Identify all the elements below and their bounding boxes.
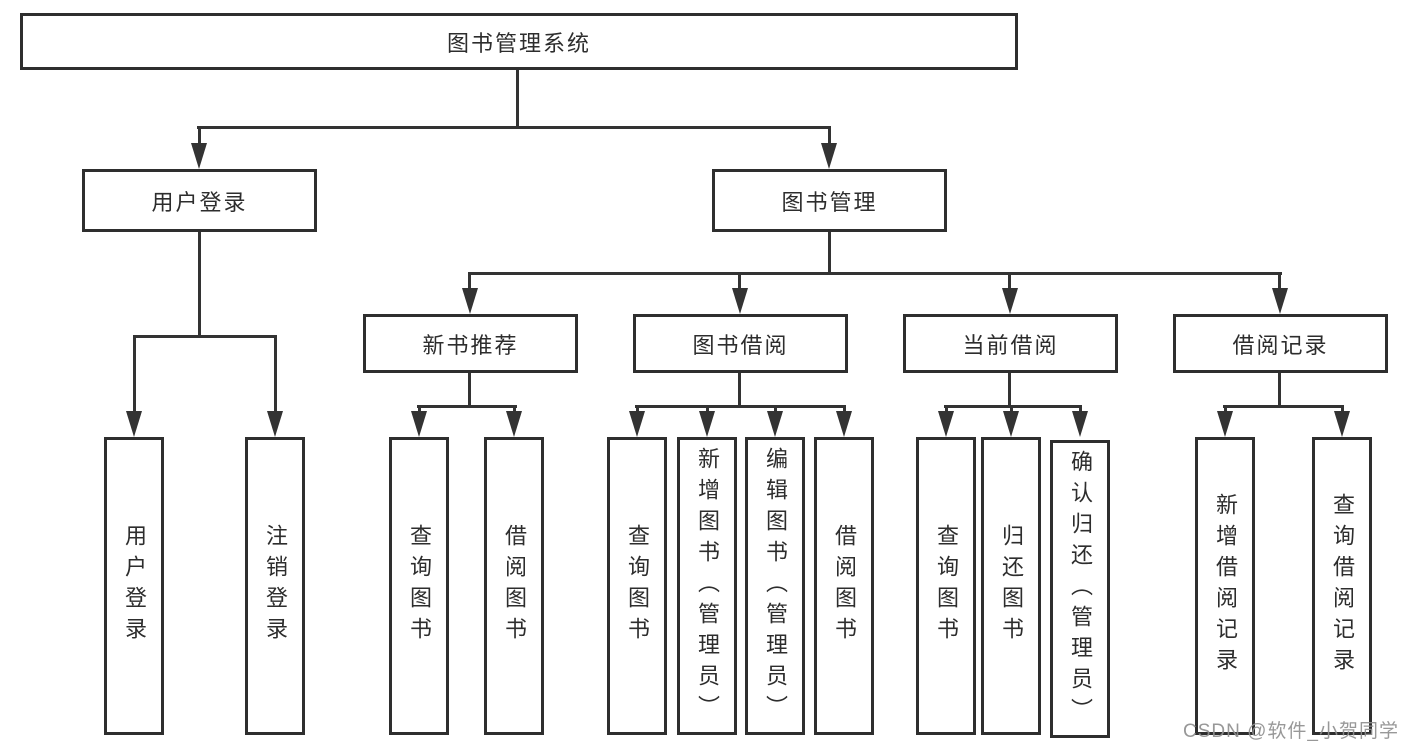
connector-hline [468, 272, 1282, 275]
node-user-login-label: 用户登录 [151, 189, 248, 215]
leaf-edit-book-admin-label: 编辑图书（管理员） [763, 446, 788, 726]
connector-vline [1278, 272, 1281, 292]
leaf-confirm-return-admin-label: 确认归还（管理员） [1068, 449, 1093, 729]
connector-vline [274, 335, 277, 417]
arrow-down-icon [836, 411, 852, 437]
leaf-logout-login: 注销登录 [245, 437, 305, 735]
arrow-down-icon [191, 143, 207, 169]
leaf-borrow-books: 借阅图书 [814, 437, 874, 735]
leaf-query-books: 查询图书 [916, 437, 976, 735]
arrow-down-icon [629, 411, 645, 437]
arrow-down-icon [411, 411, 427, 437]
node-book-borrowing-label: 图书借阅 [692, 332, 789, 358]
leaf-borrow-books: 借阅图书 [484, 437, 544, 735]
leaf-logout-login-label: 注销登录 [263, 524, 288, 648]
arrow-down-icon [506, 411, 522, 437]
leaf-query-books: 查询图书 [607, 437, 667, 735]
arrow-down-icon [821, 143, 837, 169]
node-library-system: 图书管理系统 [20, 13, 1018, 70]
connector-vline [468, 373, 471, 407]
leaf-confirm-return-admin: 确认归还（管理员） [1050, 440, 1110, 738]
connector-hline [1223, 405, 1344, 408]
leaf-edit-book-admin: 编辑图书（管理员） [745, 437, 805, 735]
node-user-login: 用户登录 [82, 169, 317, 232]
node-book-management: 图书管理 [712, 169, 947, 232]
connector-vline [1278, 373, 1281, 407]
node-new-book-recommend: 新书推荐 [363, 314, 578, 373]
connector-hline [197, 126, 831, 129]
arrow-down-icon [1003, 411, 1019, 437]
leaf-return-book-label: 归还图书 [999, 524, 1024, 648]
leaf-query-borrow-record-label: 查询借阅记录 [1330, 493, 1355, 679]
connector-vline [468, 272, 471, 292]
leaf-return-book: 归还图书 [981, 437, 1041, 735]
arrow-down-icon [767, 411, 783, 437]
connector-vline [133, 335, 136, 417]
connector-vline [1008, 272, 1011, 292]
leaf-add-book-admin: 新增图书（管理员） [677, 437, 737, 735]
connector-hline [417, 405, 517, 408]
connector-vline [738, 272, 741, 292]
arrow-down-icon [1072, 411, 1088, 437]
arrow-down-icon [1002, 288, 1018, 314]
arrow-down-icon [126, 411, 142, 437]
node-book-borrowing: 图书借阅 [633, 314, 848, 373]
arrow-down-icon [699, 411, 715, 437]
node-new-book-recommend-label: 新书推荐 [422, 332, 519, 358]
leaf-add-book-admin-label: 新增图书（管理员） [695, 446, 720, 726]
leaf-add-borrow-record: 新增借阅记录 [1195, 437, 1255, 735]
connector-vline [828, 126, 831, 148]
leaf-query-borrow-record: 查询借阅记录 [1312, 437, 1372, 735]
connector-hline [635, 405, 846, 408]
arrow-down-icon [1217, 411, 1233, 437]
node-book-management-label: 图书管理 [781, 189, 878, 215]
arrow-down-icon [1272, 288, 1288, 314]
connector-vline [198, 126, 201, 148]
node-library-system-label: 图书管理系统 [446, 30, 591, 56]
arrow-down-icon [938, 411, 954, 437]
node-borrowing-records: 借阅记录 [1173, 314, 1388, 373]
leaf-borrow-books-label: 借阅图书 [832, 524, 857, 648]
connector-vline [198, 232, 201, 337]
connector-vline [738, 373, 741, 407]
node-current-borrowing: 当前借阅 [903, 314, 1118, 373]
connector-vline [516, 70, 519, 128]
node-borrowing-records-label: 借阅记录 [1232, 332, 1329, 358]
leaf-query-books-label: 查询图书 [625, 524, 650, 648]
arrow-down-icon [462, 288, 478, 314]
arrow-down-icon [1334, 411, 1350, 437]
arrow-down-icon [732, 288, 748, 314]
csdn-watermark: CSDN @软件_小贺同学 [1183, 721, 1399, 742]
arrow-down-icon [267, 411, 283, 437]
node-current-borrowing-label: 当前借阅 [962, 332, 1059, 358]
leaf-add-borrow-record-label: 新增借阅记录 [1213, 493, 1238, 679]
leaf-query-books: 查询图书 [389, 437, 449, 735]
leaf-user-login: 用户登录 [104, 437, 164, 735]
leaf-borrow-books-label: 借阅图书 [502, 524, 527, 648]
leaf-query-books-label: 查询图书 [934, 524, 959, 648]
leaf-user-login-label: 用户登录 [122, 524, 147, 648]
connector-vline [1008, 373, 1011, 407]
connector-hline [944, 405, 1082, 408]
connector-vline [828, 232, 831, 274]
leaf-query-books-label: 查询图书 [407, 524, 432, 648]
connector-hline [133, 335, 277, 338]
